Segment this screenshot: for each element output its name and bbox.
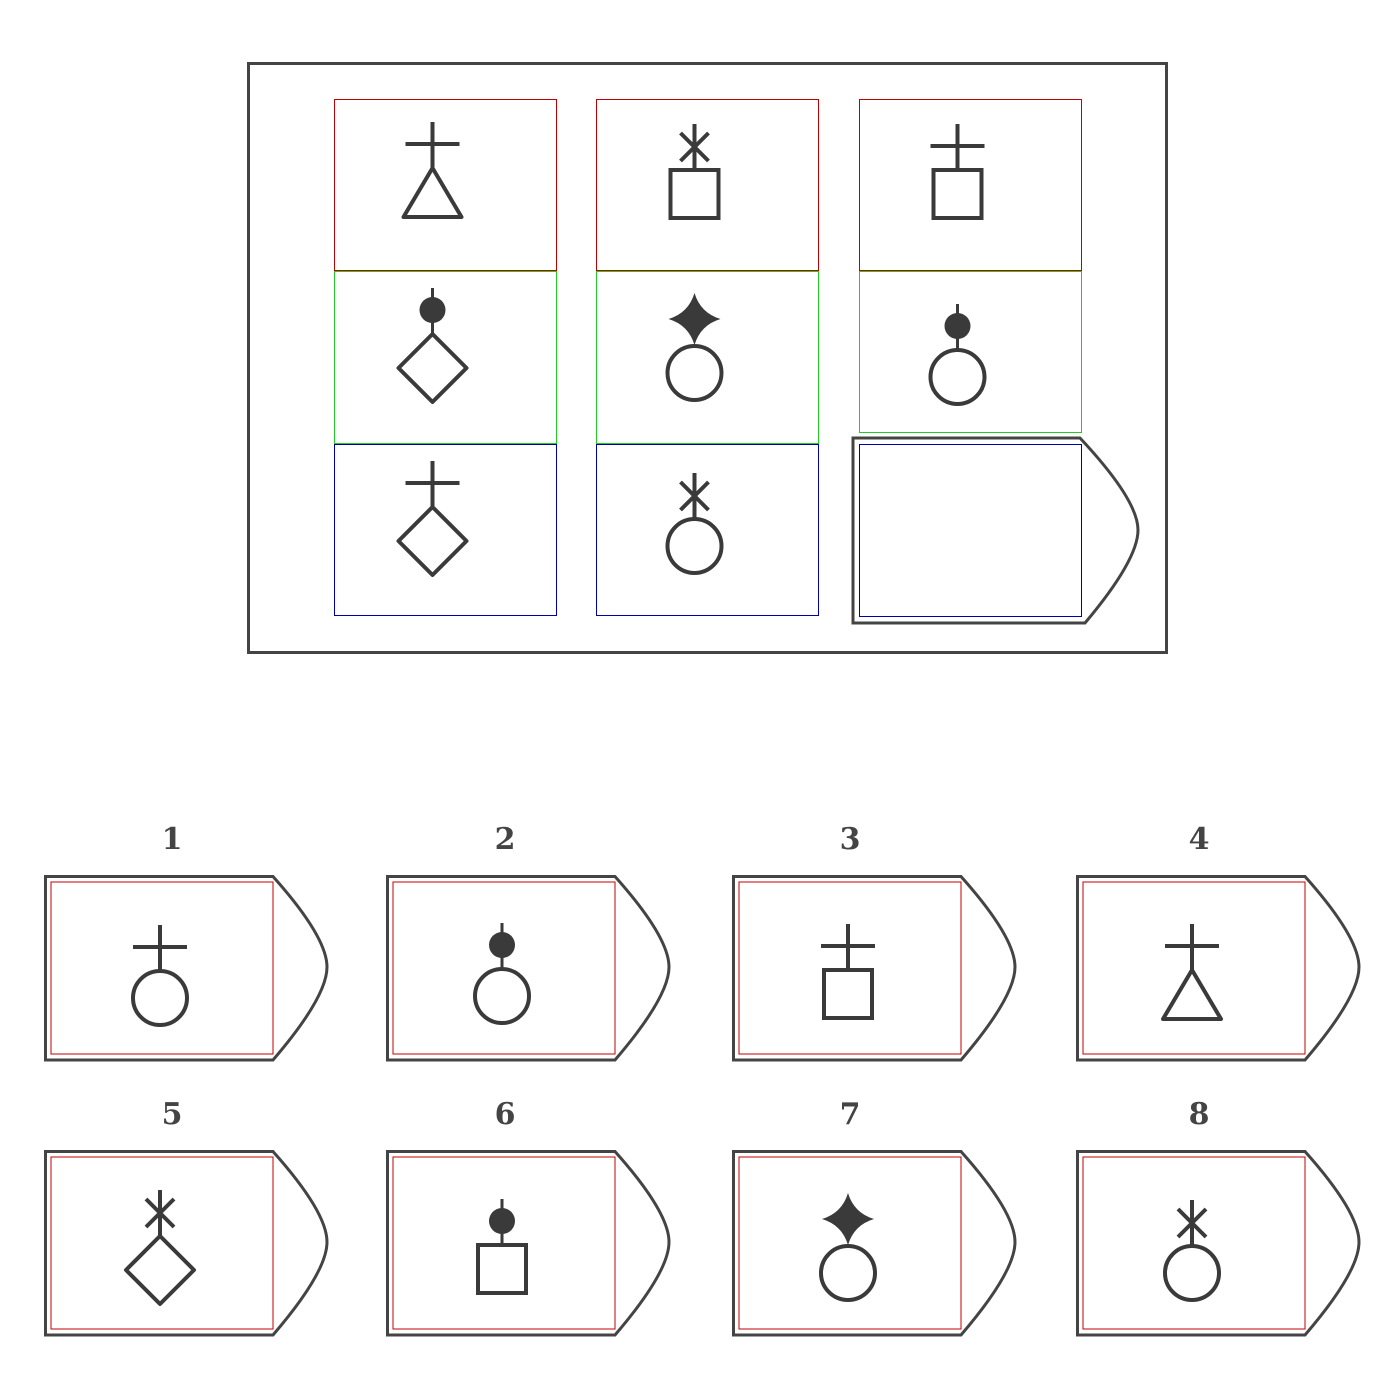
dot-icon	[489, 1199, 515, 1245]
triangle-icon	[401, 166, 464, 219]
option-card-1[interactable]	[44, 875, 334, 1065]
answer-slot[interactable]	[859, 444, 1082, 617]
square-icon	[822, 968, 874, 1020]
matrix-cell-r2-c1	[334, 271, 557, 444]
circle-icon	[928, 348, 987, 406]
option-number: 2	[494, 822, 516, 857]
matrix-cell-r3-c2	[596, 444, 819, 616]
dot-icon	[944, 304, 971, 350]
plus-square-symbol	[821, 924, 875, 1020]
matrix-cell-r2-c2	[596, 271, 819, 444]
asterisk-square-symbol	[668, 124, 721, 220]
diamond-icon	[396, 505, 469, 577]
plus-icon	[1165, 924, 1219, 970]
option-number: 6	[494, 1097, 516, 1132]
option-card-5[interactable]	[44, 1150, 334, 1340]
option-number: 4	[1188, 822, 1210, 857]
option-card-2[interactable]	[386, 875, 676, 1065]
asterisk-circle-symbol	[665, 473, 724, 575]
asterisk-circle-symbol	[1163, 1200, 1221, 1302]
plus-icon	[405, 461, 460, 507]
option-number: 5	[161, 1097, 183, 1132]
diamond-icon	[124, 1234, 196, 1306]
circle-icon	[819, 1244, 877, 1302]
star-circle-symbol	[665, 293, 724, 402]
plus-triangle-symbol	[1161, 924, 1223, 1021]
star-icon	[668, 293, 721, 345]
dot-diamond-symbol	[396, 288, 469, 404]
option-number: 3	[839, 822, 861, 857]
plus-icon	[133, 925, 187, 971]
circle-icon	[665, 517, 724, 575]
dot-icon	[419, 288, 446, 334]
dot-icon	[489, 923, 515, 969]
matrix-cell-r1-c1	[334, 99, 557, 271]
option-number: 8	[1188, 1097, 1210, 1132]
option-card-3[interactable]	[732, 875, 1022, 1065]
plus-diamond-symbol	[396, 461, 469, 577]
option-card-4[interactable]	[1076, 875, 1366, 1065]
matrix-cell-r1-c2	[596, 99, 819, 271]
circle-icon	[131, 969, 189, 1027]
plus-icon	[821, 924, 875, 970]
asterisk-icon	[679, 473, 710, 519]
matrix-frame	[247, 62, 1168, 654]
matrix-cell-r2-c3	[859, 271, 1082, 433]
plus-icon	[405, 122, 460, 168]
option-card-8[interactable]	[1076, 1150, 1366, 1340]
dot-square-symbol	[476, 1199, 528, 1295]
option-number: 1	[161, 822, 183, 857]
option-number: 7	[839, 1097, 861, 1132]
asterisk-icon	[144, 1190, 176, 1236]
square-icon	[476, 1243, 528, 1295]
triangle-icon	[1161, 968, 1223, 1021]
dot-circle-symbol	[473, 923, 531, 1025]
plus-circle-symbol	[131, 925, 189, 1027]
circle-icon	[1163, 1244, 1221, 1302]
diamond-icon	[396, 332, 469, 404]
square-icon	[668, 168, 721, 220]
plus-triangle-symbol	[401, 122, 464, 219]
star-circle-symbol	[819, 1193, 877, 1302]
asterisk-icon	[679, 124, 710, 170]
matrix-cell-r1-c3	[859, 99, 1082, 271]
option-card-6[interactable]	[386, 1150, 676, 1340]
plus-square-symbol	[930, 124, 985, 220]
circle-icon	[665, 344, 724, 402]
square-icon	[931, 168, 984, 220]
asterisk-diamond-symbol	[124, 1190, 196, 1306]
plus-icon	[930, 124, 985, 170]
circle-icon	[473, 967, 531, 1025]
option-card-7[interactable]	[732, 1150, 1022, 1340]
matrix-cell-r3-c1	[334, 444, 557, 616]
dot-circle-symbol	[928, 304, 987, 406]
asterisk-icon	[1176, 1200, 1208, 1246]
star-icon	[822, 1193, 874, 1245]
